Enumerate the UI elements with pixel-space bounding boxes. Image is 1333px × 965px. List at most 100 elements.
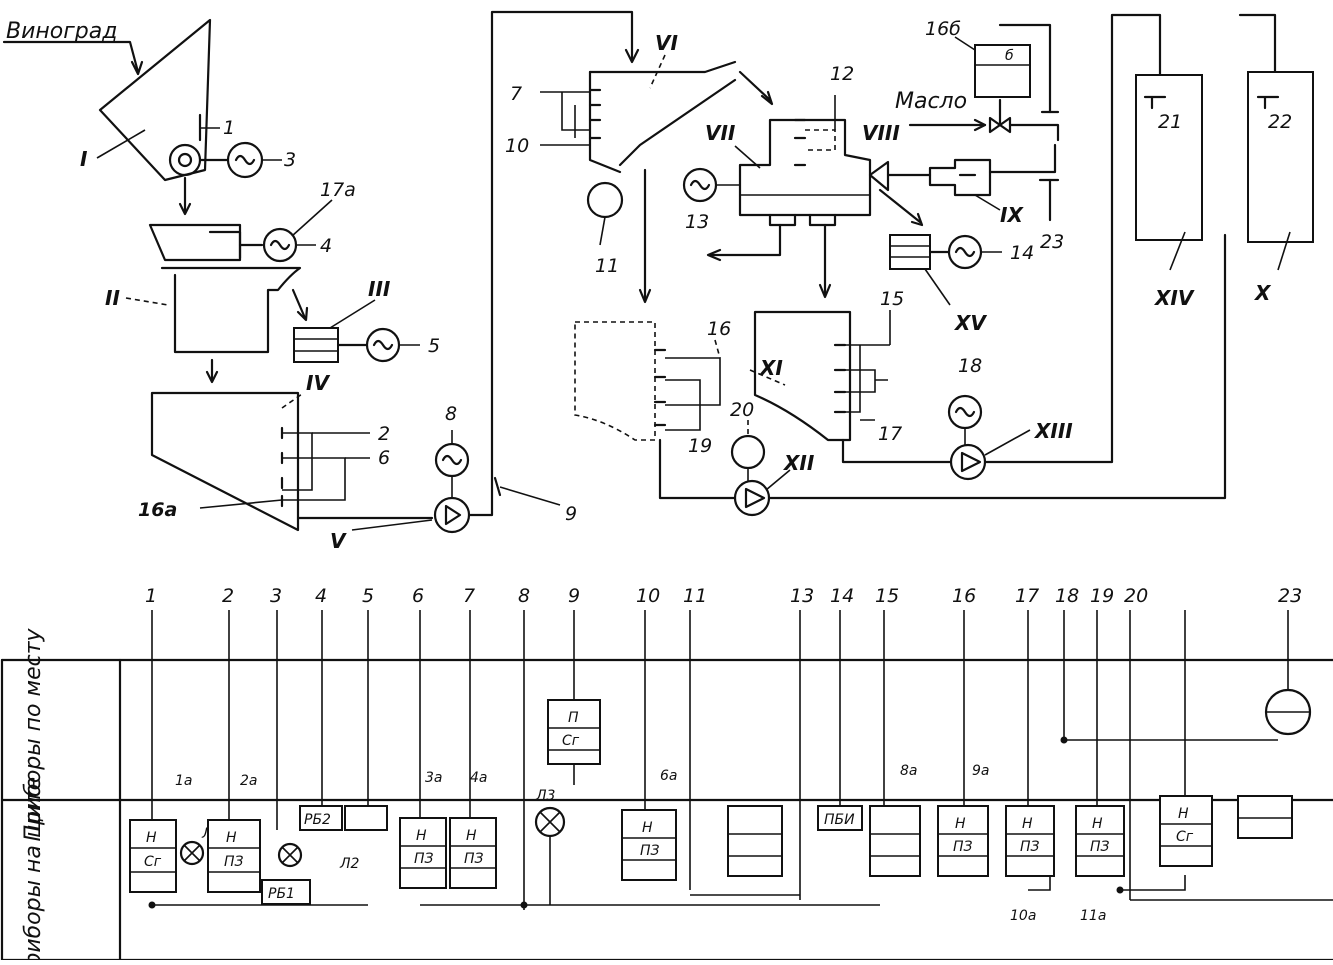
label-XV: XV bbox=[953, 311, 987, 335]
collector-X: 16 19 bbox=[575, 318, 735, 498]
label-14: 14 bbox=[1010, 242, 1034, 264]
line-19: 19 bbox=[1090, 585, 1114, 607]
pump-V-icon bbox=[435, 498, 469, 532]
label-9: 9 bbox=[565, 503, 577, 525]
svg-text:Сг: Сг bbox=[144, 854, 162, 870]
svg-text:ПЗ: ПЗ bbox=[464, 851, 484, 867]
label-XIV: XIV bbox=[1153, 286, 1195, 310]
line-9: 9 bbox=[568, 585, 580, 607]
label-20: 20 bbox=[730, 399, 754, 421]
input-label: Виноград bbox=[6, 19, 117, 44]
label-V: V bbox=[330, 529, 347, 553]
line-10: 10 bbox=[636, 585, 660, 607]
svg-text:4а: 4а bbox=[470, 770, 488, 786]
label-13: 13 bbox=[685, 211, 709, 233]
label-19: 19 bbox=[688, 435, 712, 457]
label-12: 12 bbox=[830, 63, 854, 85]
oil-label: Масло bbox=[895, 89, 967, 114]
svg-text:8а: 8а bbox=[900, 763, 918, 779]
label-IX: IX bbox=[1000, 203, 1024, 227]
label-XII: XII bbox=[782, 451, 815, 475]
label-21: 21 bbox=[1158, 111, 1182, 133]
svg-text:РБ1: РБ1 bbox=[268, 886, 295, 902]
label-16a: 16а bbox=[138, 499, 177, 521]
drainer-VI: VI 7 10 11 bbox=[505, 31, 772, 302]
label-1: 1 bbox=[223, 117, 235, 139]
svg-text:Н: Н bbox=[955, 816, 966, 832]
label-8: 8 bbox=[445, 403, 457, 425]
svg-text:ПЗ: ПЗ bbox=[953, 839, 973, 855]
stemmer-III: 5 III bbox=[294, 277, 440, 362]
svg-text:Н: Н bbox=[416, 828, 427, 844]
line-14: 14 bbox=[830, 585, 854, 607]
svg-text:1а: 1а bbox=[175, 773, 193, 789]
instrument-15 bbox=[870, 806, 920, 876]
svg-text:Н: Н bbox=[226, 830, 237, 846]
svg-text:Сг: Сг bbox=[1176, 829, 1194, 845]
label-IV: IV bbox=[306, 371, 330, 395]
label-17a: 17а bbox=[320, 179, 356, 201]
label-23: 23 bbox=[1040, 231, 1064, 253]
line-7: 7 bbox=[463, 585, 475, 607]
line-15: 15 bbox=[875, 585, 899, 607]
line-13: 13 bbox=[790, 585, 814, 607]
label-17: 17 bbox=[878, 423, 902, 445]
svg-text:11а: 11а bbox=[1080, 908, 1106, 924]
pump-11-icon bbox=[588, 183, 622, 217]
svg-text:ПЗ: ПЗ bbox=[640, 843, 660, 859]
svg-text:Н: Н bbox=[1178, 806, 1189, 822]
svg-text:Л2: Л2 bbox=[339, 856, 360, 872]
pomace-XV: 14 XV bbox=[890, 235, 1034, 335]
label-10: 10 bbox=[505, 135, 529, 157]
svg-text:Н: Н bbox=[146, 830, 157, 846]
label-XV-right: X bbox=[1253, 281, 1272, 305]
line-2: 2 bbox=[222, 585, 234, 607]
svg-text:Н: Н bbox=[466, 828, 477, 844]
lamp-l3-label: Л3 bbox=[535, 788, 555, 804]
svg-text:Н: Н bbox=[1092, 816, 1103, 832]
line-1: 1 bbox=[145, 585, 157, 607]
line-4: 4 bbox=[315, 585, 327, 607]
local-instrument-9: П Сг Л3 bbox=[535, 700, 600, 905]
label-I: I bbox=[80, 147, 88, 171]
label-22: 22 bbox=[1268, 111, 1292, 133]
line-18: 18 bbox=[1055, 585, 1079, 607]
svg-text:9а: 9а bbox=[972, 763, 990, 779]
svg-text:Н: Н bbox=[642, 820, 653, 836]
label-15: 15 bbox=[880, 288, 904, 310]
line-17: 17 bbox=[1015, 585, 1039, 607]
svg-text:6а: 6а bbox=[660, 768, 678, 784]
relay-5 bbox=[345, 806, 387, 830]
label-XI: XI bbox=[758, 356, 783, 380]
tank-22: 22 X bbox=[1240, 15, 1313, 305]
local-inst-top: П bbox=[568, 710, 579, 726]
label-VIII: VIII bbox=[862, 121, 900, 145]
label-16: 16 bbox=[707, 318, 731, 340]
svg-text:10а: 10а bbox=[1010, 908, 1036, 924]
svg-text:3а: 3а bbox=[425, 770, 443, 786]
svg-text:ПЗ: ПЗ bbox=[414, 851, 434, 867]
collector-XI: XI 15 17 bbox=[750, 288, 950, 462]
svg-text:ПЗ: ПЗ bbox=[224, 854, 244, 870]
svg-text:Н: Н bbox=[1022, 816, 1033, 832]
label-5: 5 bbox=[428, 335, 440, 357]
line-16: 16 bbox=[952, 585, 976, 607]
press-VII: VII 13 12 bbox=[684, 63, 870, 297]
label-16b-inner: б bbox=[1005, 48, 1014, 64]
label-11: 11 bbox=[595, 255, 619, 277]
label-VI: VI bbox=[655, 31, 678, 55]
tank-XIV: 21 XIV bbox=[1136, 75, 1202, 310]
svg-text:ПБИ: ПБИ bbox=[824, 812, 855, 828]
cone-VIII: VIII bbox=[862, 121, 930, 225]
svg-text:ПЗ: ПЗ bbox=[1090, 839, 1110, 855]
line-23: 23 bbox=[1278, 585, 1302, 607]
panel-line-numbers: 1 2 3 4 5 6 7 8 9 10 11 13 14 15 16 17 1… bbox=[145, 585, 1302, 607]
svg-text:РБ2: РБ2 bbox=[304, 812, 331, 828]
grape-input: Виноград bbox=[4, 19, 142, 74]
local-inst-bottom: Сг bbox=[562, 733, 580, 749]
instrument-panel: Приборы по месту Приборы на щите bbox=[2, 627, 1333, 960]
gauge-23 bbox=[1266, 690, 1310, 734]
row-board-label: Приборы на щите bbox=[21, 777, 46, 960]
